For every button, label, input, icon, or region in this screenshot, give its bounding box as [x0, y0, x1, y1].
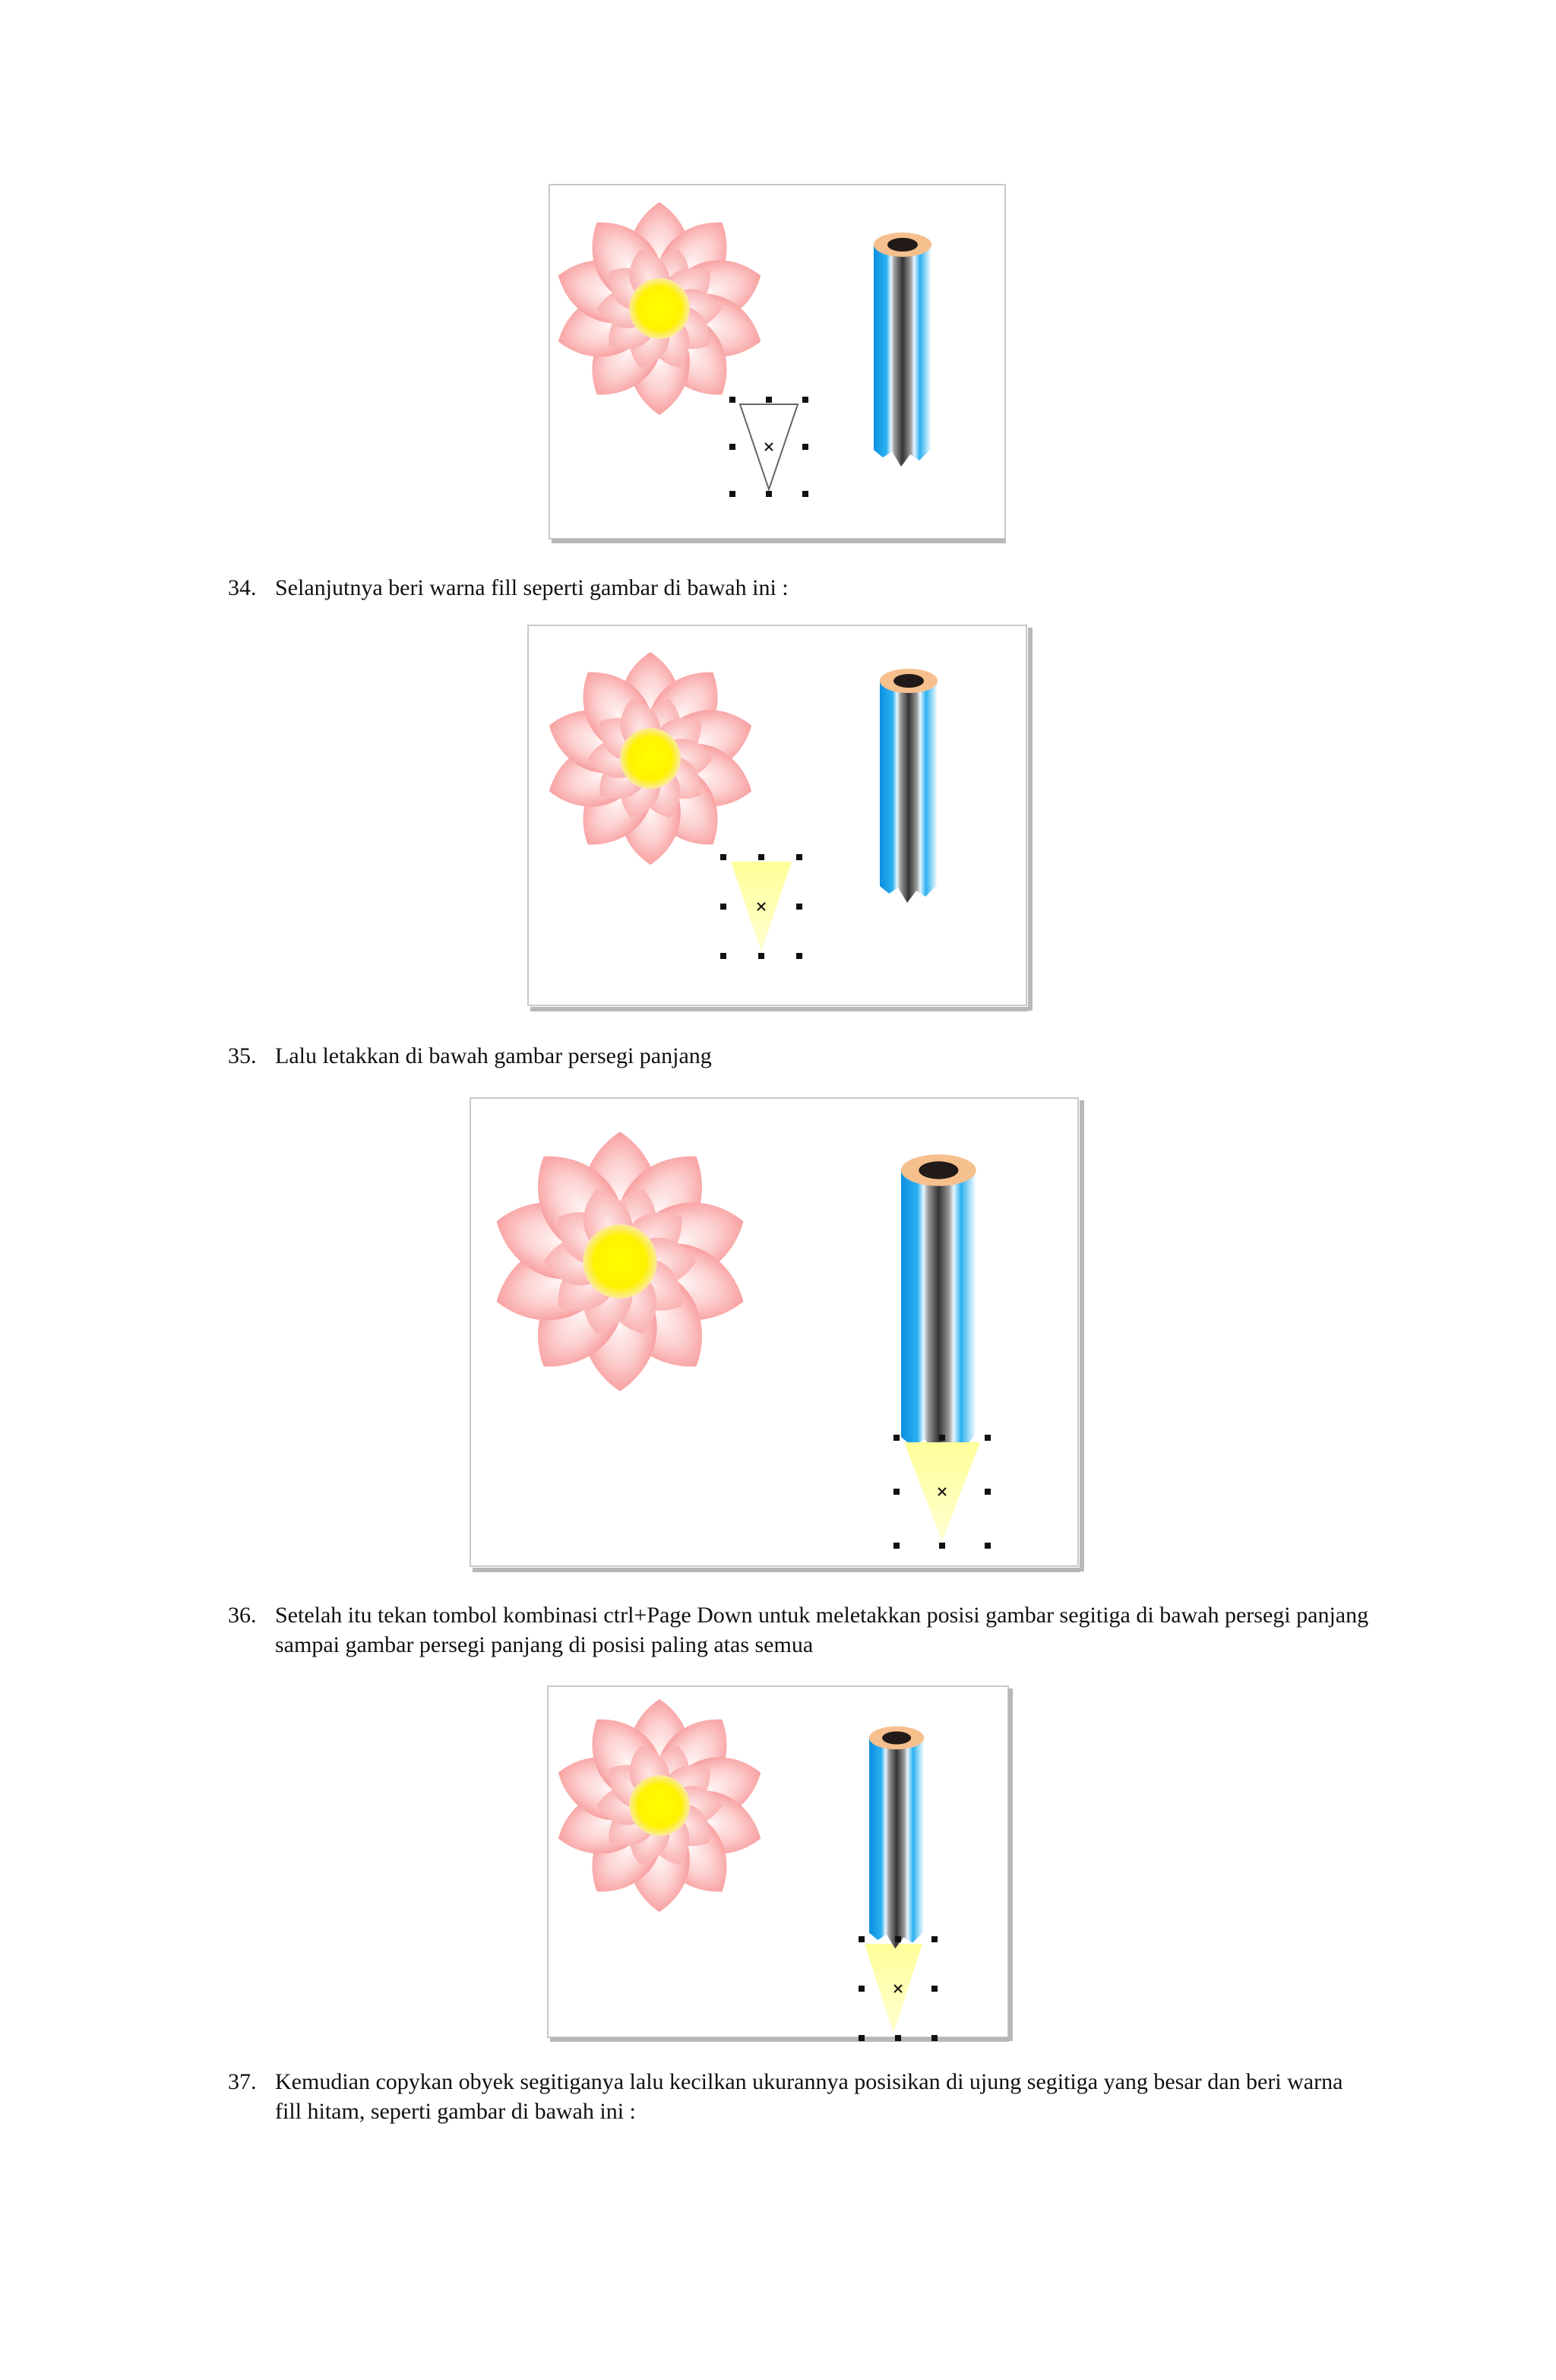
- figure-step-33: [549, 184, 1010, 546]
- handle[interactable]: [720, 953, 726, 959]
- pencil-hole: [887, 238, 918, 252]
- center-mark: [893, 1984, 903, 1993]
- handle[interactable]: [796, 953, 802, 959]
- pencil-barrel: [869, 1738, 925, 1949]
- handle[interactable]: [802, 491, 808, 497]
- flower-center: [620, 728, 681, 789]
- flower-graphic: [558, 1699, 761, 1912]
- handle[interactable]: [985, 1543, 991, 1549]
- pencil-hole: [882, 1731, 912, 1745]
- handle[interactable]: [859, 1936, 865, 1942]
- selection-group: [859, 1936, 938, 2041]
- step-34: 34. Selanjutnya beri warna fill seperti …: [228, 575, 789, 600]
- handle[interactable]: [729, 397, 735, 403]
- triangle-filled: [893, 1435, 991, 1549]
- selection-handles: [720, 854, 802, 959]
- handle[interactable]: [859, 2035, 865, 2041]
- handle[interactable]: [859, 1986, 865, 1992]
- pencil-barrel: [880, 681, 938, 903]
- flower-graphic: [549, 652, 752, 865]
- center-mark: [764, 442, 773, 451]
- handle[interactable]: [796, 854, 802, 860]
- selection-handles: [859, 1936, 938, 2041]
- pencil-barrel: [874, 245, 931, 467]
- pencil-body: [874, 233, 931, 467]
- handle[interactable]: [729, 444, 735, 450]
- handle[interactable]: [766, 397, 772, 403]
- handle[interactable]: [802, 397, 808, 403]
- center-mark: [938, 1487, 947, 1496]
- handle[interactable]: [985, 1435, 991, 1441]
- handle[interactable]: [758, 953, 764, 959]
- triangle-filled: [720, 854, 802, 959]
- handle[interactable]: [939, 1435, 945, 1441]
- handle[interactable]: [766, 491, 772, 497]
- flower-center: [629, 1775, 690, 1836]
- handle[interactable]: [720, 904, 726, 910]
- handle[interactable]: [931, 1936, 938, 1942]
- handle[interactable]: [758, 854, 764, 860]
- step-37: 37. Kemudian copykan obyek segitiganya l…: [228, 2069, 1343, 2124]
- pencil-barrel: [901, 1170, 976, 1459]
- pencil-hole: [893, 674, 924, 688]
- handle[interactable]: [931, 1986, 938, 1992]
- flower-graphic: [558, 202, 761, 415]
- handle[interactable]: [939, 1543, 945, 1549]
- flower-center: [583, 1224, 657, 1299]
- handle[interactable]: [931, 2035, 938, 2041]
- figure-step-35: [470, 1097, 1086, 1576]
- handle[interactable]: [796, 904, 802, 910]
- selection-handles: [893, 1435, 991, 1549]
- handle[interactable]: [985, 1489, 991, 1495]
- selection-handles: [729, 397, 808, 497]
- pencil-body: [869, 1726, 925, 1949]
- triangle-filled: [865, 1944, 922, 2033]
- center-mark: [757, 902, 766, 911]
- handle[interactable]: [895, 2035, 901, 2041]
- triangle-outline: [729, 397, 808, 497]
- flower-center: [629, 278, 690, 339]
- pencil-body: [901, 1154, 976, 1459]
- handle[interactable]: [802, 444, 808, 450]
- flower-graphic: [496, 1131, 744, 1391]
- handle[interactable]: [729, 491, 735, 497]
- figure-step-36: [547, 1685, 1015, 2046]
- handle[interactable]: [720, 854, 726, 860]
- handle[interactable]: [893, 1543, 900, 1549]
- handle[interactable]: [893, 1435, 900, 1441]
- handle[interactable]: [895, 1936, 901, 1942]
- step-35: 35. Lalu letakkan di bawah gambar perseg…: [228, 1043, 712, 1068]
- pencil-hole: [919, 1161, 959, 1179]
- handle[interactable]: [893, 1489, 900, 1495]
- step-36: 36. Setelah itu tekan tombol kombinasi c…: [228, 1603, 1369, 1657]
- figure-step-34: [527, 625, 1035, 1015]
- pencil-body: [880, 669, 938, 903]
